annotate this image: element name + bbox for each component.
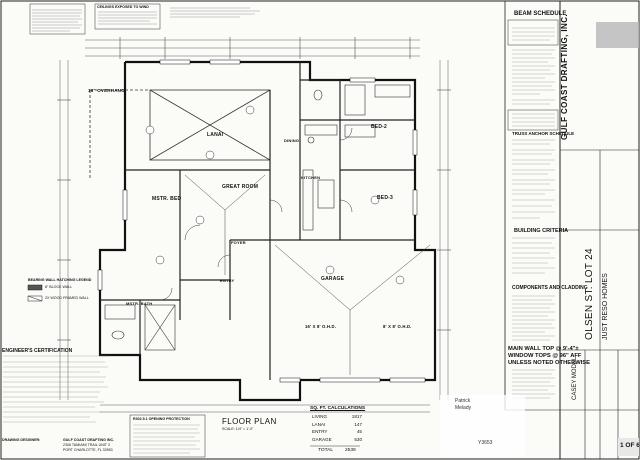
sqft-total-label: TOTAL	[318, 448, 334, 453]
sqft-row: ENTRY 45	[312, 428, 362, 436]
ceilings-label: CEILINGS EXPOSED TO WIND	[97, 5, 149, 9]
sqft-row-label: LANAI	[312, 421, 326, 427]
sheet-number: 1 OF 6	[620, 442, 640, 449]
designer-company: GULF COAST DRAFTING INC.	[63, 438, 115, 442]
room-great-room: GREAT ROOM	[222, 184, 259, 190]
lot-name: OLSEN ST. LOT 24	[584, 248, 595, 340]
sqft-row: GARAGE 530	[312, 436, 362, 444]
signature-name: Patrick	[455, 398, 471, 404]
room-lanai: LANAI	[207, 132, 224, 138]
sqft-row: LIVING 1817	[312, 413, 362, 421]
wall-note: MAIN WALL TOP @ 9'-4"± WINDOW TOPS @ 96"…	[508, 346, 590, 367]
room-garage: GARAGE	[321, 276, 345, 282]
room-foyer: FOYER	[231, 240, 246, 245]
room-bed-2: BED-2	[371, 124, 388, 130]
model-name: CASEY MODEL	[572, 356, 578, 400]
designer-label: DRAWING DESIGNER:	[2, 438, 41, 442]
opening-protection-title: R302.5.1 OPENING PROTECTION	[133, 417, 190, 421]
sqft-row-value: 147	[354, 421, 362, 427]
wall-note-line-3: UNLESS NOTED OTHERWISE	[508, 360, 591, 366]
wall-note-line-2: WINDOW TOPS @ 96" AFF	[508, 353, 582, 359]
legend-title: BEARING WALL HATCHING LEGEND	[28, 278, 92, 282]
legend-block-wall: 8" BLOCK WALL	[45, 285, 73, 289]
room-mstr-bed: MSTR. BED	[152, 196, 182, 202]
engineer-cert-title: ENGINEER'S CERTIFICATION	[2, 348, 73, 354]
room-dining: DINING	[284, 138, 300, 143]
sqft-row-label: GARAGE	[312, 436, 332, 442]
sqft-total-value: 2539	[345, 448, 356, 453]
components-title: COMPONENTS AND CLADDING	[512, 285, 588, 291]
designer-address-1: 2306 TAMIAMI TRAIL UNIT 3	[63, 443, 110, 447]
sqft-row-label: ENTRY	[312, 429, 328, 435]
room-bed-3: BED-3	[377, 195, 394, 201]
company-name: GULF COAST DRAFTING, INC.	[560, 14, 569, 140]
sqft-row-value: 1817	[351, 414, 362, 419]
building-criteria-title: BUILDING CRITERIA	[514, 228, 569, 234]
floor-plan-scale: SCALE: 1/4" = 1'-0"	[222, 427, 254, 431]
sqft-row: LANAI 147	[312, 421, 362, 429]
signature-name-2: Melady	[455, 405, 472, 411]
sqft-row-value: 45	[356, 429, 362, 435]
wall-note-line-1: MAIN WALL TOP @ 9'-4"±	[508, 346, 579, 352]
room-mstr-bath: MSTR. BATH	[126, 301, 153, 306]
truss-schedule-title: TRUSS ANCHOR SCHEDULE	[512, 131, 575, 136]
room-kitchen: KITCHEN	[301, 175, 321, 180]
garage-door-small: 8' X 8' O.H.D.	[383, 324, 412, 329]
sqft-title: SQ. FT. CALCULATIONS	[310, 406, 366, 411]
signature-id: Y3653	[478, 440, 493, 446]
sqft-row-label: LIVING	[312, 414, 328, 419]
sqft-row-value: 530	[354, 436, 362, 442]
garage-door-large: 16' X 8' O.H.D.	[305, 324, 337, 329]
legend-wood-wall: 2X WOOD FRAMED WALL	[45, 296, 89, 300]
floor-plan-title: FLOOR PLAN	[222, 417, 277, 426]
beam-schedule-title: BEAM SCHEDULE	[514, 11, 567, 17]
room-entry: ENTRY	[220, 278, 235, 283]
builder-name: JUST RESO HOMES	[602, 273, 609, 340]
overhang-label: 16" OVERHANG	[88, 88, 125, 93]
designer-address-2: PORT CHARLOTTE, FL 33953	[63, 448, 113, 452]
